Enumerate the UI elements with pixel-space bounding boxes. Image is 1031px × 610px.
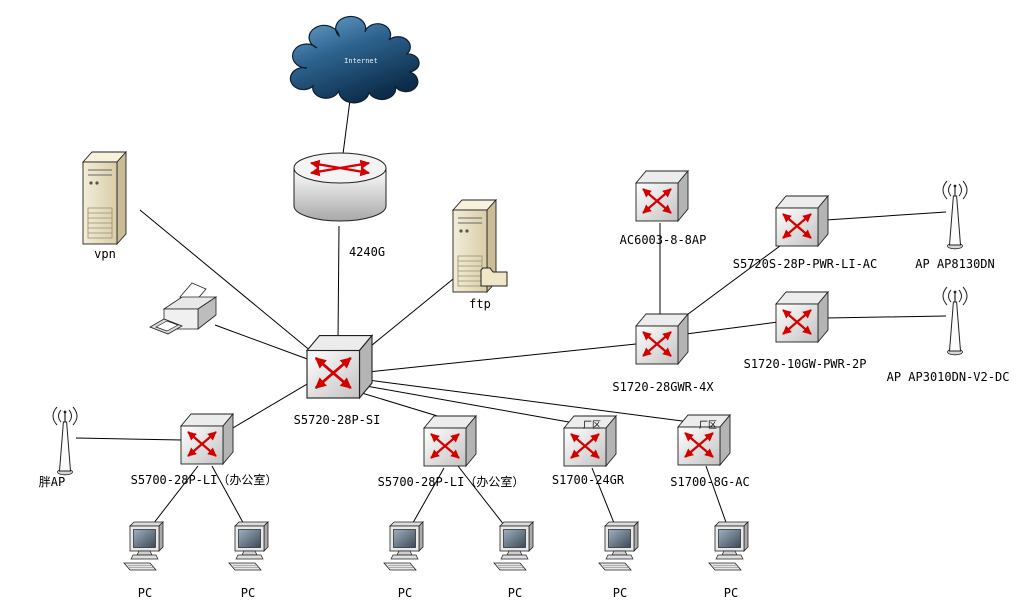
node-s1720-28gwr[interactable]: S1720-28GWR-4X (612, 314, 714, 394)
pc-icon (228, 521, 269, 571)
core-switch-label: S5720-28P-SI (294, 413, 381, 427)
s5720s-label: S5720S-28P-PWR-LI-AC (733, 257, 878, 271)
s5700-office1-label: S5700-28P-LI（办公室） (131, 472, 278, 487)
pc3-label: PC (398, 586, 412, 600)
node-s1700-24gr[interactable]: 厂区 S1700-24GR (552, 416, 625, 487)
switch-icon (776, 196, 828, 246)
node-core-s5720-28p-si[interactable]: S5720-28P-SI (294, 336, 381, 428)
switch-icon (636, 171, 688, 221)
s1700-24gr-overlay: 厂区 (583, 420, 601, 431)
node-pc3[interactable]: PC (383, 521, 424, 600)
edge-s1720-28gwr-s1720-10gw (685, 321, 779, 335)
switch-icon (181, 414, 233, 464)
printer-icon (149, 282, 217, 335)
node-router-4240g[interactable]: 4240G (294, 153, 386, 259)
s1700-8g-label: S1700-8G-AC (670, 475, 749, 489)
server-icon (82, 151, 127, 245)
pc4-label: PC (508, 586, 522, 600)
antenna-icon (942, 180, 968, 250)
switch-icon (307, 336, 372, 399)
node-ap8130[interactable]: AP AP8130DN (915, 180, 995, 271)
edge-vpn-core (139, 209, 313, 353)
node-ftp-server[interactable]: ftp (452, 199, 508, 311)
edge-s5700-office2-pc4 (457, 465, 509, 531)
edges-layer (75, 99, 947, 531)
node-fat-ap[interactable]: 胖AP (39, 406, 78, 489)
pc6-label: PC (724, 586, 738, 600)
pc1-label: PC (138, 586, 152, 600)
antenna-icon (942, 286, 968, 356)
switch-icon (424, 416, 476, 466)
edge-core-s1700-8g (367, 379, 691, 423)
node-vpn-server[interactable]: vpn (82, 151, 127, 261)
edge-s5720s-ap8130 (825, 211, 947, 221)
edge-internet-router (342, 99, 351, 155)
edge-s1720-28gwr-s5720s (671, 239, 789, 327)
switch-icon (776, 292, 828, 342)
node-pc5[interactable]: PC (598, 521, 639, 600)
node-s1700-8g[interactable]: 厂区 S1700-8G-AC (670, 415, 750, 489)
edge-s1700-8g-pc6 (705, 465, 729, 529)
node-pc6[interactable]: PC (708, 521, 749, 600)
pc-icon (493, 521, 534, 571)
edge-s5700-office1-pc2 (211, 465, 247, 529)
s1720-10gw-label: S1720-10GW-PWR-2P (744, 357, 867, 371)
router-icon (294, 153, 386, 221)
node-s5700-office1[interactable]: S5700-28P-LI（办公室） (131, 414, 278, 487)
internet-label: Internet (344, 57, 378, 65)
pc-icon (598, 521, 639, 571)
edge-core-s1700-24gr (365, 385, 581, 425)
s5700-office2-label: S5700-28P-LI（办公室） (378, 474, 525, 489)
edge-core-s1720-28gwr (367, 343, 637, 373)
edge-router-core (337, 225, 340, 343)
node-ac6003[interactable]: AC6003-8-8AP (620, 171, 707, 247)
pc-icon (708, 521, 749, 571)
s1700-8g-overlay: 厂区 (699, 420, 717, 431)
edge-ftp-core (365, 274, 459, 351)
node-ap3010[interactable]: AP AP3010DN-V2-DC (887, 286, 1010, 384)
s1720-28gwr-label: S1720-28GWR-4X (612, 380, 714, 394)
switch-icon (636, 314, 688, 364)
node-internet[interactable]: Internet (289, 15, 420, 104)
pc5-label: PC (613, 586, 627, 600)
edge-core-s5700-office2 (351, 389, 445, 419)
node-pc4[interactable]: PC (493, 521, 534, 600)
edge-s1720-10gw-ap3010 (825, 315, 947, 319)
ftp-label: ftp (469, 297, 491, 311)
edge-s5700-office2-pc3 (409, 467, 445, 529)
node-s5700-office2[interactable]: S5700-28P-LI（办公室） (378, 416, 525, 489)
node-s1720-10gw[interactable]: S1720-10GW-PWR-2P (744, 292, 867, 371)
router-label: 4240G (349, 245, 385, 259)
edge-printer-core (214, 324, 311, 361)
node-s5720s[interactable]: S5720S-28P-PWR-LI-AC (733, 196, 878, 271)
ac6003-label: AC6003-8-8AP (620, 233, 707, 247)
node-pc1[interactable]: PC (123, 521, 164, 600)
pc2-label: PC (241, 586, 255, 600)
pc-icon (123, 521, 164, 571)
vpn-label: vpn (94, 247, 116, 261)
edge-s1700-24gr-pc5 (591, 467, 617, 529)
edge-s5700-office1-pc1 (149, 465, 199, 529)
node-pc2[interactable]: PC (228, 521, 269, 600)
ap3010-label: AP AP3010DN-V2-DC (887, 370, 1010, 384)
ap8130-label: AP AP8130DN (915, 257, 994, 271)
pc-icon (383, 521, 424, 571)
s1700-24gr-label: S1700-24GR (552, 473, 625, 487)
edge-core-s5700-office1 (225, 379, 315, 433)
edge-fatap-s5700-office1 (75, 437, 183, 441)
node-printer[interactable] (149, 282, 217, 335)
antenna-icon (52, 406, 78, 476)
fat-ap-label: 胖AP (39, 475, 65, 489)
